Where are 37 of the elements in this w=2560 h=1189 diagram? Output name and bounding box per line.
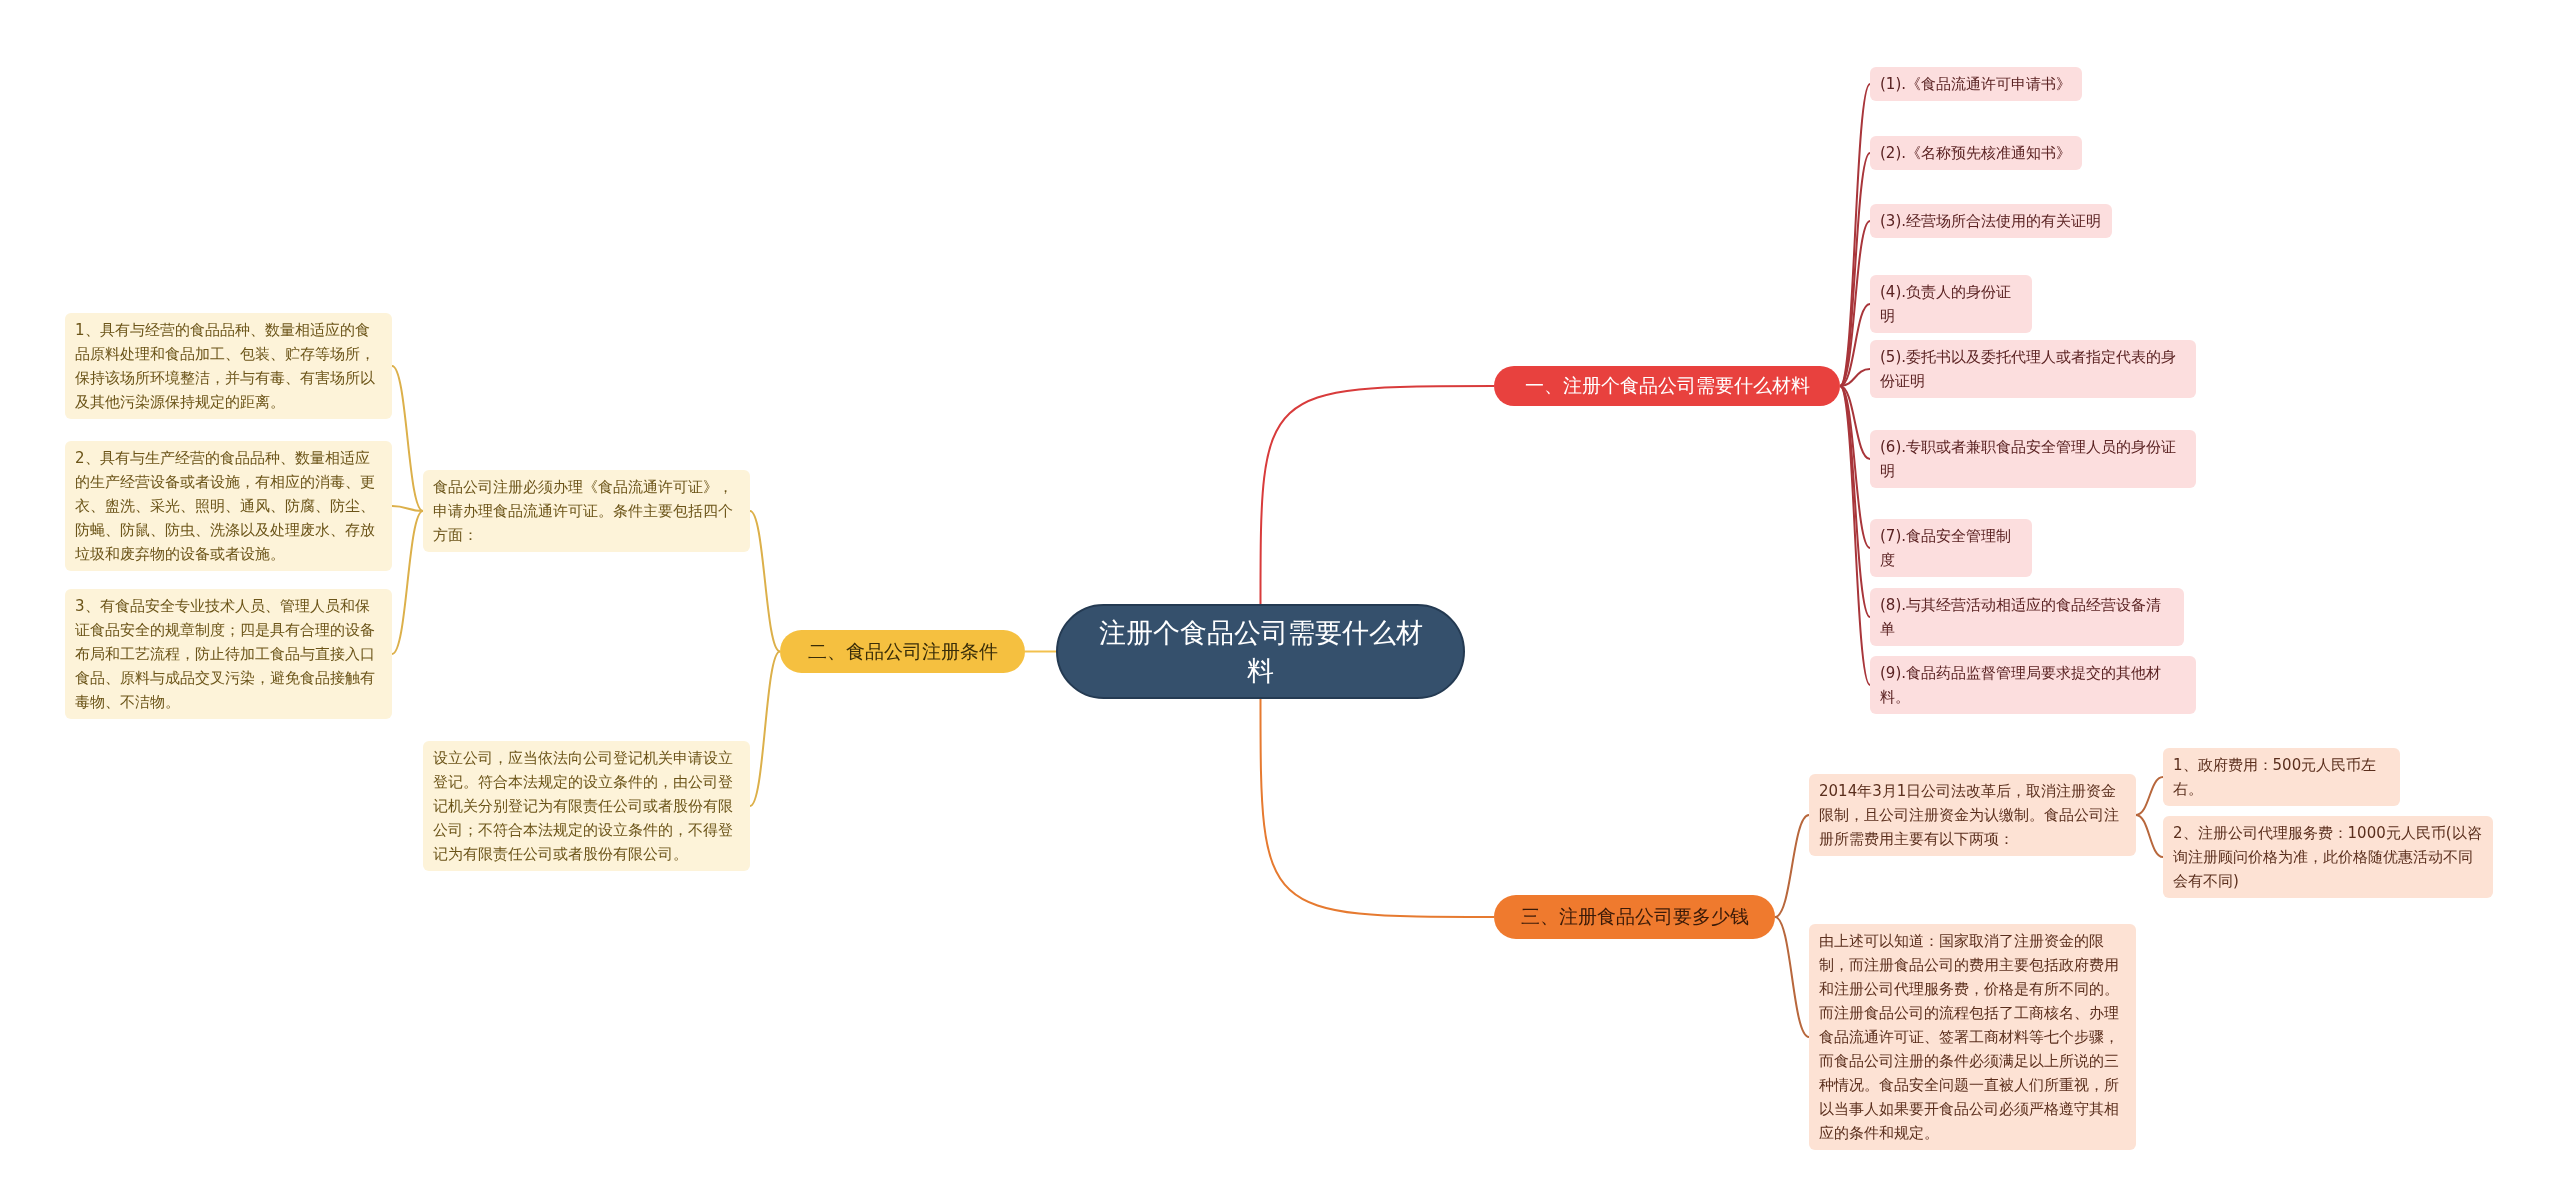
- connector-line: [391, 365, 424, 512]
- text-card: 1、政府费用：500元人民币左右。: [2163, 748, 2400, 806]
- text-card: 设立公司，应当依法向公司登记机关申请设立登记。符合本法规定的设立条件的，由公司登记机关分别登记为有限责任公司或者股份有限公司；不符合本法规定的设立条件的，不得登记为有限责任公司或者股份有限公司。: [423, 741, 750, 871]
- text-card: 食品公司注册必须办理《食品流通许可证》，申请办理食品流通许可证。条件主要包括四个方面：: [423, 470, 750, 552]
- connector-line: [749, 510, 781, 653]
- text-card: (9).食品药品监督管理局要求提交的其他材料。: [1870, 656, 2196, 714]
- branch-pill: 二、食品公司注册条件: [780, 630, 1025, 673]
- connector-line: [1259, 698, 1495, 918]
- text-card: (4).负责人的身份证明: [1870, 275, 2032, 333]
- connector-line: [391, 505, 424, 512]
- connector-line: [749, 650, 781, 807]
- connector-line: [2135, 814, 2164, 858]
- text-card: (6).专职或者兼职食品安全管理人员的身份证明: [1870, 430, 2196, 488]
- text-card: (2).《名称预先核准通知书》: [1870, 136, 2082, 170]
- text-card: 2014年3月1日公司法改革后，取消注册资金限制，且公司注册资金为认缴制。食品公司注册所需费用主要有以下两项：: [1809, 774, 2136, 856]
- connector-line: [1839, 385, 1871, 686]
- text-card: 2、具有与生产经营的食品品种、数量相适应的生产经营设备或者设施，有相应的消毒、更衣、盥洗、采光、照明、通风、防腐、防尘、防蝇、防鼠、防虫、洗涤以及处理废水、存放垃圾和废弃物的设备或者设施。: [65, 441, 392, 571]
- text-card: (7).食品安全管理制度: [1870, 519, 2032, 577]
- connector-line: [1774, 916, 1810, 1038]
- connector-line: [1259, 385, 1495, 605]
- text-card: (8).与其经营活动相适应的食品经营设备清单: [1870, 588, 2184, 646]
- text-card: (3).经营场所合法使用的有关证明: [1870, 204, 2112, 238]
- connector-line: [1839, 220, 1871, 387]
- connector-line: [1024, 650, 1057, 653]
- connector-line: [1839, 83, 1871, 387]
- text-card: 1、具有与经营的食品品种、数量相适应的食品原料处理和食品加工、包装、贮存等场所，保持该场所环境整洁，并与有毒、有害场所以及其他污染源保持规定的距离。: [65, 313, 392, 419]
- text-card: 3、有食品安全专业技术人员、管理人员和保证食品安全的规章制度；四是具有合理的设备布局和工艺流程，防止待加工食品与直接入口食品、原料与成品交叉污染，避免食品接触有毒物、不洁物。: [65, 589, 392, 719]
- branch-pill: 三、注册食品公司要多少钱: [1494, 895, 1775, 939]
- text-card: (1).《食品流通许可申请书》: [1870, 67, 2082, 101]
- text-card: 2、注册公司代理服务费：1000元人民币(以咨询注册顾问价格为准，此价格随优惠活动不同会有不同): [2163, 816, 2493, 898]
- connector-line: [1774, 814, 1810, 918]
- connector-line: [2135, 776, 2164, 816]
- branch-pill: 一、注册个食品公司需要什么材料: [1494, 366, 1840, 406]
- topic-bubble: 注册个食品公司需要什么材料: [1056, 604, 1465, 699]
- text-card: 由上述可以知道：国家取消了注册资金的限制，而注册食品公司的费用主要包括政府费用和注册公司代理服务费，价格是有所不同的。而注册食品公司的流程包括了工商核名、办理食品流通许可证、签署工商材料等七个步骤，而食品公司注册的条件必须满足以上所说的三种情况。食品安全问题一直被人们所重视，所以当事人如果要开食品公司必须严格遵守其相应的条件和规定。: [1809, 924, 2136, 1150]
- text-card: (5).委托书以及委托代理人或者指定代表的身份证明: [1870, 340, 2196, 398]
- connector-line: [391, 510, 424, 655]
